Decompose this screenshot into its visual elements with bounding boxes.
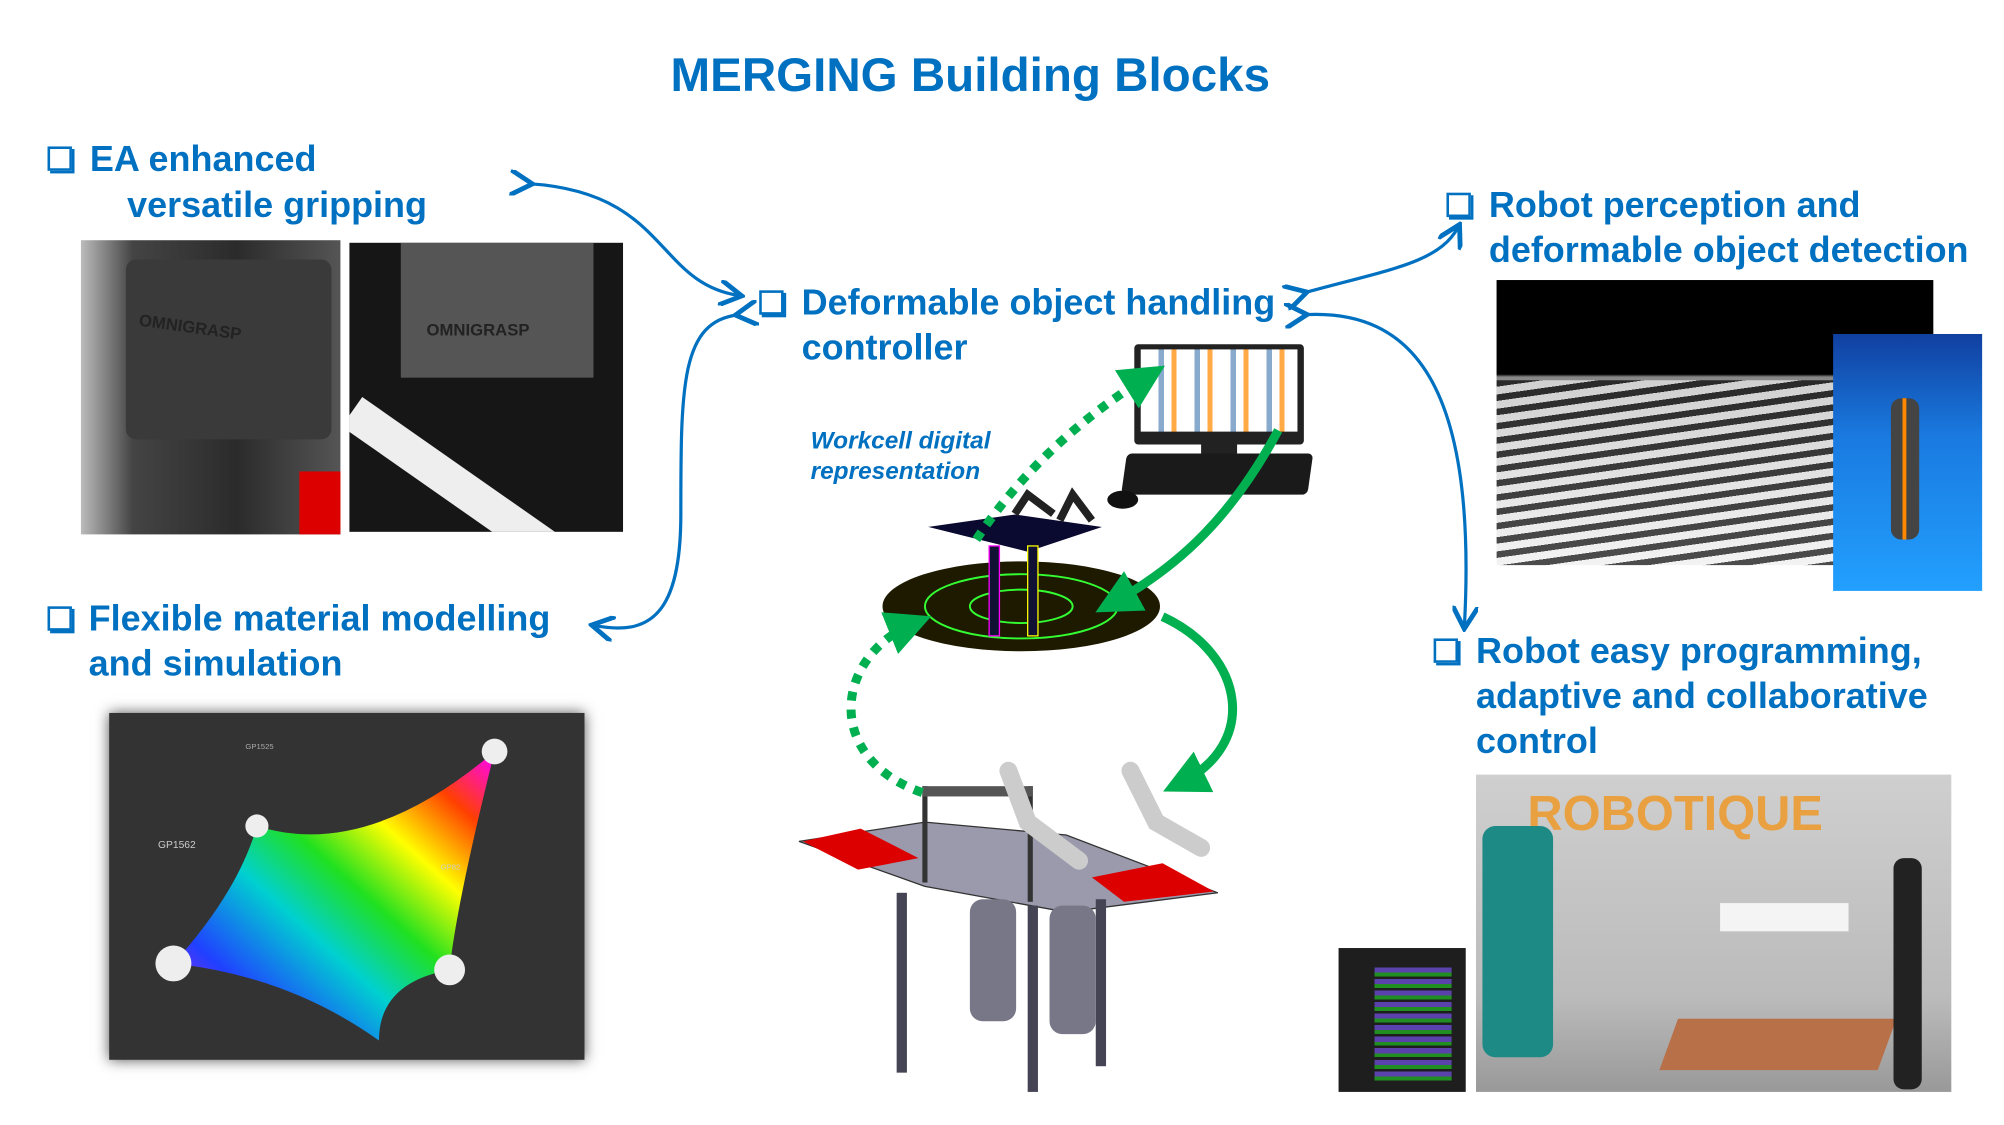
block-programming-screenshot xyxy=(1338,948,1466,1092)
arrow-modelling-controller xyxy=(595,315,739,628)
block-perception-line1: Robot perception and xyxy=(1488,184,1861,225)
page-title: MERGING Building Blocks xyxy=(670,48,1271,102)
monitor-stand xyxy=(1201,444,1238,455)
collaborative-robot-photo: ROBOTIQUE xyxy=(1476,774,1952,1092)
sim-label-3: GP82 xyxy=(440,864,461,873)
block-controller-line1: Deformable object handling xyxy=(801,282,1276,323)
deformable-mesh xyxy=(173,751,495,1041)
block-programming-line3: control xyxy=(1476,720,1598,761)
green-dotted-arrow-physical-to-digital xyxy=(846,612,932,797)
arrow-programming-controller xyxy=(1304,314,1466,625)
block-modelling-line1: Flexible material modelling xyxy=(88,598,551,639)
sim-label-2: GP1562 xyxy=(158,838,196,851)
block-programming-line2: adaptive and collaborative xyxy=(1476,675,1928,716)
green-dotted-arrow-digital-to-pc xyxy=(972,365,1165,543)
block-gripping-line2: versatile gripping xyxy=(127,184,428,225)
block-modelling-line2: and simulation xyxy=(88,643,343,684)
workcell-label-line2: representation xyxy=(810,458,981,486)
block-programming-line1: Robot easy programming, xyxy=(1476,630,1922,671)
block-gripping-line1: EA enhanced xyxy=(89,138,317,179)
checkbox-icon xyxy=(759,290,784,315)
arrow-perception-controller xyxy=(1304,227,1458,293)
arrow-gripping-controller xyxy=(529,184,738,296)
block-controller-line2: controller xyxy=(801,327,968,368)
sim-label-1: GP1525 xyxy=(245,743,274,752)
robot-arms xyxy=(999,761,1211,870)
skeleton-tracking-image xyxy=(1833,333,1983,591)
wall-sign: ROBOTIQUE xyxy=(1527,787,1824,842)
gripper-brand: OMNIGRASP xyxy=(426,319,530,340)
simulation-render: GP1525 GP1562 GP82 xyxy=(109,712,585,1060)
block-perception-line2: deformable object detection xyxy=(1488,229,1969,270)
workcell-label-line1: Workcell digital xyxy=(810,427,991,455)
checkbox-icon xyxy=(47,606,72,631)
checkbox-icon xyxy=(1446,192,1471,218)
green-arrow-digital-to-physical xyxy=(1160,612,1238,793)
green-arrow-pc-to-digital xyxy=(1095,428,1283,613)
digital-workcell-table xyxy=(924,513,1105,554)
gripper-photo-1: OMNIGRASP xyxy=(80,240,341,535)
checkbox-icon xyxy=(47,146,72,171)
checkbox-icon xyxy=(1433,638,1459,663)
mouse-icon xyxy=(1107,490,1139,509)
